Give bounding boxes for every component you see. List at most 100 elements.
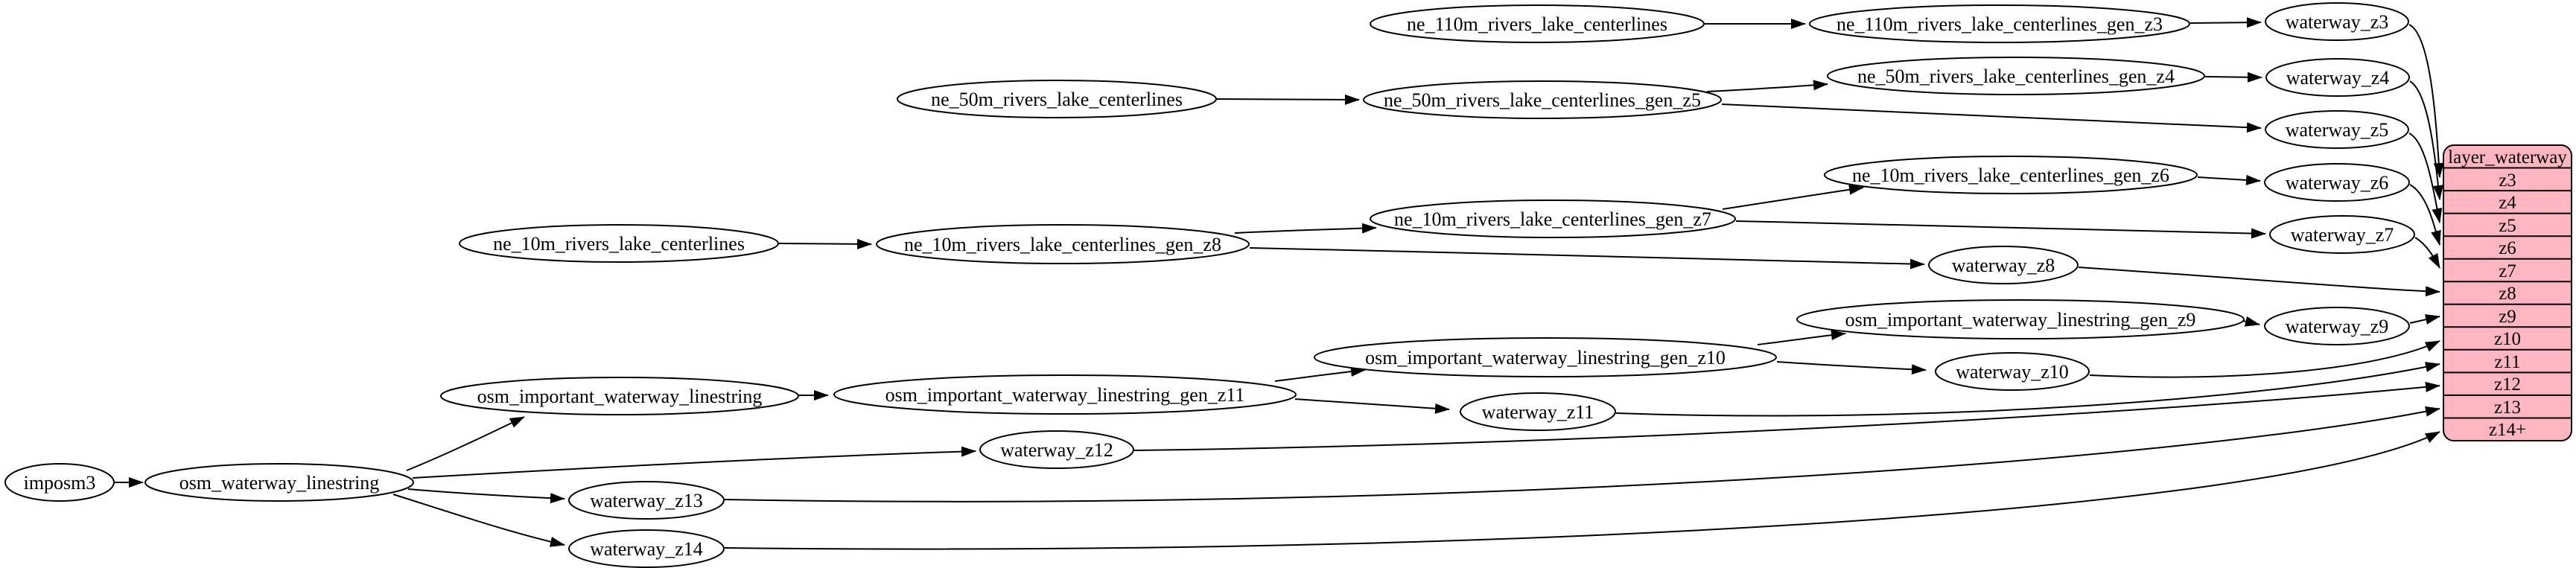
svg-text:ne_50m_rivers_lake_centerlines: ne_50m_rivers_lake_centerlines (931, 89, 1183, 110)
node-waterway_z12: waterway_z12 (979, 430, 1134, 469)
node-ne_50m_rivers_lake_centerlines_gen_z5: ne_50m_rivers_lake_centerlines_gen_z5 (1363, 80, 1722, 119)
node-waterway_z3: waterway_z3 (2265, 2, 2409, 41)
svg-text:ne_50m_rivers_lake_centerlines: ne_50m_rivers_lake_centerlines_gen_z4 (1857, 66, 2175, 87)
svg-text:ne_10m_rivers_lake_centerlines: ne_10m_rivers_lake_centerlines_gen_z8 (904, 234, 1221, 255)
record-row-z7: z7 (2499, 261, 2516, 281)
edge-gen_z5-waterway_z5 (1721, 103, 2262, 133)
edge-osm_waterway_linestring-waterway_z14 (392, 494, 565, 547)
edge-gen_z10-gen_z9 (1757, 330, 1846, 345)
node-waterway_z5: waterway_z5 (2265, 110, 2409, 149)
node-ne_50m_rivers_lake_centerlines: ne_50m_rivers_lake_centerlines (897, 80, 1217, 118)
node-ne_10m_rivers_lake_centerlines_gen_z8: ne_10m_rivers_lake_centerlines_gen_z8 (876, 224, 1250, 264)
svg-text:ne_10m_rivers_lake_centerlines: ne_10m_rivers_lake_centerlines_gen_z6 (1852, 165, 2169, 186)
edge-ne_50m-gen_z5 (1216, 94, 1360, 105)
record-row-z5: z5 (2499, 216, 2516, 236)
node-waterway_z10: waterway_z10 (1935, 352, 2090, 391)
node-ne_110m_rivers_lake_centerlines_gen_z3: ne_110m_rivers_lake_centerlines_gen_z3 (1809, 4, 2190, 43)
edge-gen_z7-gen_z6 (1722, 184, 1864, 210)
node-waterway_z8: waterway_z8 (1928, 246, 2079, 284)
svg-text:waterway_z5: waterway_z5 (2286, 119, 2389, 141)
svg-text:ne_50m_rivers_lake_centerlines: ne_50m_rivers_lake_centerlines_gen_z5 (1384, 89, 1701, 111)
svg-text:ne_10m_rivers_lake_centerlines: ne_10m_rivers_lake_centerlines_gen_z7 (1394, 208, 1711, 230)
edge-gen_z11-waterway_z11 (1294, 398, 1450, 414)
edge-osm_waterway_linestring-waterway_z12 (412, 446, 976, 479)
edge-gen_z10-waterway_z10 (1776, 361, 1927, 375)
record-body (2443, 144, 2572, 441)
edge-waterway_z7-layer_z7 (2414, 237, 2440, 269)
node-osm_waterway_linestring: osm_waterway_linestring (144, 463, 414, 502)
edge-waterway_z12-layer_z12 (1133, 381, 2440, 451)
edge-waterway_z8-layer_z8 (2078, 267, 2440, 297)
node-imposm3: imposm3 (4, 463, 115, 502)
svg-text:osm_important_waterway_linestr: osm_important_waterway_linestring_gen_z9 (1845, 309, 2196, 331)
node-osm_important_waterway_linestring: osm_important_waterway_linestring (440, 377, 799, 415)
edge-gen_z11-gen_z10 (1274, 366, 1366, 382)
node-ne_10m_rivers_lake_centerlines_gen_z7: ne_10m_rivers_lake_centerlines_gen_z7 (1370, 200, 1736, 238)
node-ne_10m_rivers_lake_centerlines: ne_10m_rivers_lake_centerlines (459, 224, 779, 263)
svg-text:osm_important_waterway_linestr: osm_important_waterway_linestring (477, 386, 763, 407)
edge-gen_z7-waterway_z7 (1735, 220, 2266, 239)
svg-text:waterway_z9: waterway_z9 (2286, 316, 2389, 337)
node-osm_important_waterway_linestring_gen_z10: osm_important_waterway_linestring_gen_z1… (1314, 337, 1777, 377)
svg-text:ne_10m_rivers_lake_centerlines: ne_10m_rivers_lake_centerlines (493, 233, 745, 255)
edge-waterway_z5-layer_z5 (2408, 133, 2443, 223)
node-osm_important_waterway_linestring_gen_z9: osm_important_waterway_linestring_gen_z9 (1796, 299, 2245, 339)
record-title: layer_waterway (2448, 147, 2567, 167)
svg-text:waterway_z11: waterway_z11 (1482, 401, 1594, 423)
edge-waterway_z4-layer_z4 (2409, 80, 2443, 200)
record-row-z11: z11 (2494, 352, 2520, 372)
record-row-z10: z10 (2494, 329, 2521, 349)
record-row-z14plus: z14+ (2489, 420, 2526, 440)
node-waterway_z4: waterway_z4 (2265, 58, 2410, 97)
record-row-z13: z13 (2494, 398, 2521, 418)
svg-text:waterway_z6: waterway_z6 (2286, 172, 2389, 194)
node-waterway_z11: waterway_z11 (1460, 392, 1616, 431)
record-layer_waterway: layer_waterway z3 z4 z5 z6 z7 z8 z9 z10 … (2443, 144, 2572, 441)
record-row-z8: z8 (2499, 284, 2516, 304)
edge-gen_z6-waterway_z6 (2197, 174, 2261, 185)
svg-text:waterway_z13: waterway_z13 (590, 490, 703, 511)
node-waterway_z6: waterway_z6 (2264, 163, 2410, 202)
edge-gen_z3-waterway_z3 (2189, 17, 2262, 28)
svg-text:waterway_z3: waterway_z3 (2286, 11, 2389, 33)
svg-text:imposm3: imposm3 (24, 472, 96, 494)
edge-osm_waterway_linestring-waterway_z13 (407, 488, 565, 504)
record-row-z9: z9 (2499, 307, 2516, 327)
edge-waterway_z3-layer_z3 (2408, 24, 2444, 178)
svg-text:ne_110m_rivers_lake_centerline: ne_110m_rivers_lake_centerlines (1407, 13, 1667, 35)
node-ne_110m_rivers_lake_centerlines: ne_110m_rivers_lake_centerlines (1370, 4, 1705, 43)
svg-text:waterway_z12: waterway_z12 (1000, 439, 1113, 461)
record-row-z3: z3 (2499, 170, 2516, 191)
svg-text:osm_important_waterway_linestr: osm_important_waterway_linestring_gen_z1… (885, 384, 1245, 406)
edge-gen_z9-waterway_z9 (2242, 316, 2260, 327)
svg-text:osm_waterway_linestring: osm_waterway_linestring (179, 472, 380, 494)
edge-gen_z5-gen_z4 (1706, 80, 1828, 92)
svg-text:waterway_z10: waterway_z10 (1956, 361, 2069, 383)
node-ne_10m_rivers_lake_centerlines_gen_z6: ne_10m_rivers_lake_centerlines_gen_z6 (1824, 156, 2198, 194)
record-row-z6: z6 (2499, 238, 2516, 258)
edge-waterway_z14-layer_z14 (724, 431, 2440, 550)
svg-text:waterway_z4: waterway_z4 (2286, 67, 2390, 89)
node-waterway_z13: waterway_z13 (568, 481, 725, 520)
node-waterway_z14: waterway_z14 (568, 529, 725, 568)
edge-waterway_z9-layer_z9 (2409, 314, 2440, 325)
svg-text:osm_important_waterway_linestr: osm_important_waterway_linestring_gen_z1… (1365, 347, 1726, 368)
edge-waterway_z11-layer_z11 (1615, 362, 2440, 417)
edge-gen_z8-gen_z7 (1234, 223, 1377, 234)
edges (114, 17, 2444, 550)
svg-text:waterway_z7: waterway_z7 (2291, 224, 2394, 246)
node-osm_important_waterway_linestring_gen_z11: osm_important_waterway_linestring_gen_z1… (833, 374, 1297, 415)
record-row-z12: z12 (2494, 374, 2521, 395)
edge-waterway_z6-layer_z6 (2409, 184, 2441, 246)
edge-waterway_z13-layer_z13 (724, 406, 2440, 502)
svg-text:waterway_z8: waterway_z8 (1952, 255, 2055, 276)
record-row-z4: z4 (2499, 193, 2516, 213)
edge-ne_10m-gen_z8 (778, 238, 872, 249)
node-ne_50m_rivers_lake_centerlines_gen_z4: ne_50m_rivers_lake_centerlines_gen_z4 (1827, 57, 2205, 95)
edge-gen_z8-waterway_z8 (1249, 247, 1925, 269)
node-waterway_z9: waterway_z9 (2264, 307, 2410, 345)
edge-osm_waterway_linestring-osm_important_waterway_linestring (406, 416, 525, 471)
node-waterway_z7: waterway_z7 (2269, 215, 2415, 254)
